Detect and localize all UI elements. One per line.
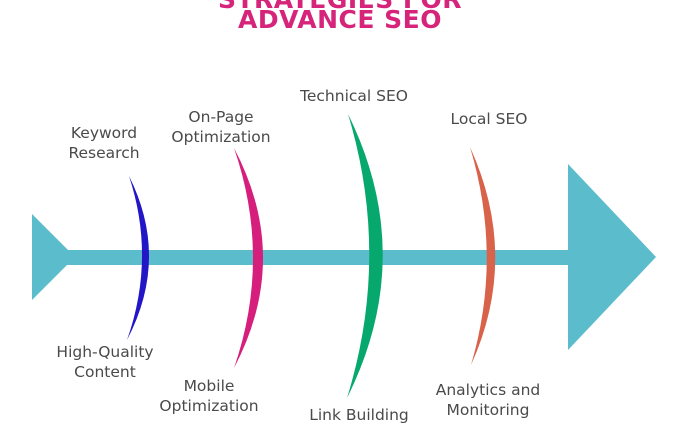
fishbone-curve-magenta (234, 148, 263, 368)
label-link-building: Link Building (309, 406, 409, 424)
fishbone-curve-coral (470, 147, 496, 365)
fishbone-curve-green (347, 114, 383, 398)
spine-arrowhead (568, 164, 656, 350)
label-local-seo: Local SEO (450, 110, 528, 128)
spine-tail-triangle (32, 214, 75, 300)
title-line-2: ADVANCE SEO (238, 5, 442, 34)
spine-bar (60, 250, 575, 265)
title-line-1: STRATEGIES FOR (0, 0, 680, 14)
label-technical-seo: Technical SEO (300, 87, 408, 105)
fishbone-curve-blue (127, 176, 150, 340)
